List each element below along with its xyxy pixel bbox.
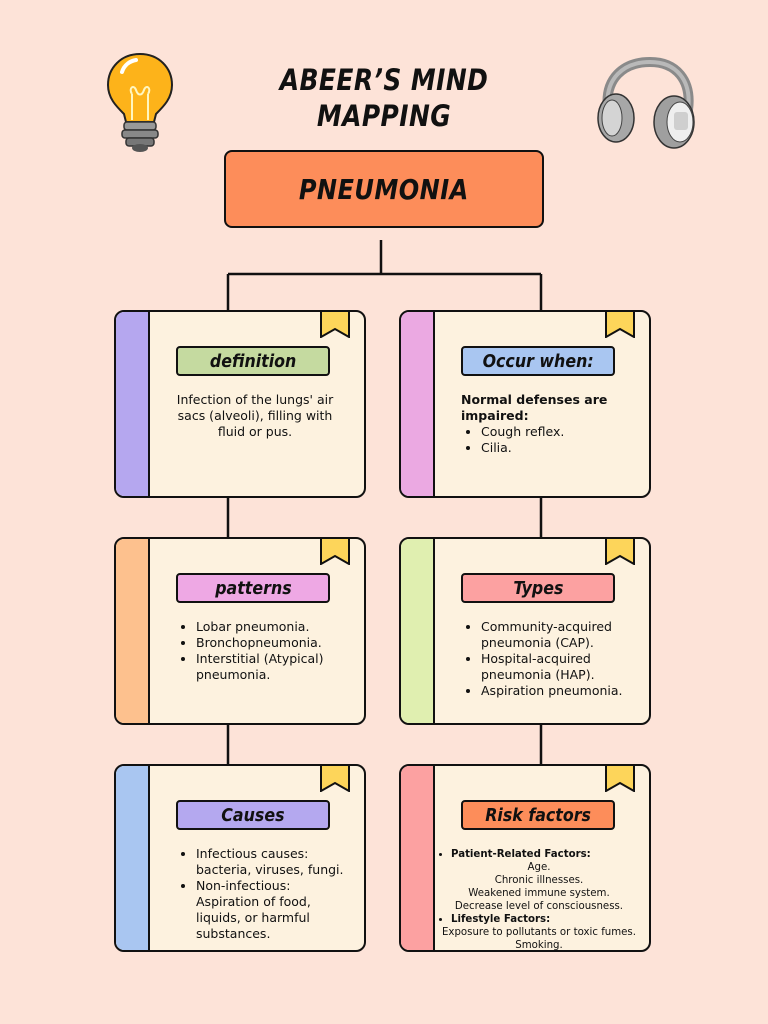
risk-item: Age.: [527, 862, 551, 873]
main-topic: PNEUMONIA: [299, 172, 469, 206]
types-card: Types Community-acquired pneumonia (CAP)…: [399, 537, 651, 725]
risk-item: Chronic illnesses.: [494, 875, 584, 886]
risk-factors-card: Risk factors Patient-Related Factors: Ag…: [399, 764, 651, 952]
card-strip: [116, 312, 150, 496]
page-title-line-2: MAPPING: [316, 99, 452, 133]
risk-group-patient: Patient-Related Factors: Age. Chronic il…: [451, 848, 641, 913]
page-title: ABEER’S MIND MAPPING: [54, 62, 714, 134]
bookmark-ribbon-icon: [320, 312, 350, 338]
occur-when-label: Occur when:: [461, 346, 615, 376]
occur-when-intro: Normal defenses are impaired:: [461, 392, 608, 423]
risk-group-lifestyle: Lifestyle Factors: Exposure to pollutant…: [442, 913, 641, 950]
card-strip: [116, 539, 150, 723]
risk-factors-body: Patient-Related Factors: Age. Chronic il…: [437, 848, 641, 950]
definition-card: definition Infection of the lungs' air s…: [114, 310, 366, 498]
list-item: Aspiration pneumonia.: [481, 683, 635, 699]
bookmark-ribbon-icon: [320, 766, 350, 792]
types-label: Types: [461, 573, 615, 603]
list-item: Lobar pneumonia.: [196, 619, 350, 635]
definition-text: Infection of the lungs' air sacs (alveol…: [176, 392, 334, 439]
list-item: Interstitial (Atypical) pneumonia.: [196, 651, 350, 683]
patterns-card: patterns Lobar pneumonia. Bronchopneumon…: [114, 537, 366, 725]
bookmark-ribbon-icon: [605, 312, 635, 338]
patterns-body: Lobar pneumonia. Bronchopneumonia. Inter…: [176, 619, 350, 683]
bookmark-ribbon-icon: [605, 766, 635, 792]
list-item: Hospital-acquired pneumonia (HAP).: [481, 651, 635, 683]
list-item: Infectious causes: bacteria, viruses, fu…: [196, 846, 350, 878]
lightbulb-icon: [106, 52, 174, 152]
main-topic-box: PNEUMONIA: [224, 150, 544, 228]
risk-item: Exposure to pollutants or toxic fumes.: [442, 927, 636, 938]
card-strip: [401, 766, 435, 950]
list-item: Cilia.: [481, 440, 635, 456]
causes-label: Causes: [176, 800, 330, 830]
risk-item: Smoking.: [515, 940, 563, 951]
risk-group-title: Patient-Related Factors:: [451, 849, 591, 860]
page-title-line-1: ABEER’S MIND: [279, 63, 489, 97]
card-strip: [401, 539, 435, 723]
causes-body: Infectious causes: bacteria, viruses, fu…: [176, 846, 350, 942]
causes-card: Causes Infectious causes: bacteria, viru…: [114, 764, 366, 952]
types-body: Community-acquired pneumonia (CAP). Hosp…: [461, 619, 635, 699]
risk-item: Decrease level of consciousness.: [454, 901, 624, 912]
bookmark-ribbon-icon: [605, 539, 635, 565]
list-item: Cough reflex.: [481, 424, 635, 440]
patterns-label: patterns: [176, 573, 330, 603]
card-strip: [116, 766, 150, 950]
list-item: Non-infectious: Aspiration of food, liqu…: [196, 878, 350, 942]
list-item: Community-acquired pneumonia (CAP).: [481, 619, 635, 651]
risk-group-title: Lifestyle Factors:: [451, 914, 551, 925]
card-strip: [401, 312, 435, 496]
bookmark-ribbon-icon: [320, 539, 350, 565]
list-item: Bronchopneumonia.: [196, 635, 350, 651]
risk-factors-label: Risk factors: [461, 800, 615, 830]
occur-when-card: Occur when: Normal defenses are impaired…: [399, 310, 651, 498]
occur-when-body: Normal defenses are impaired: Cough refl…: [461, 392, 635, 456]
risk-item: Weakened immune system.: [468, 888, 610, 899]
definition-label: definition: [176, 346, 330, 376]
headphones-icon: [597, 56, 695, 149]
